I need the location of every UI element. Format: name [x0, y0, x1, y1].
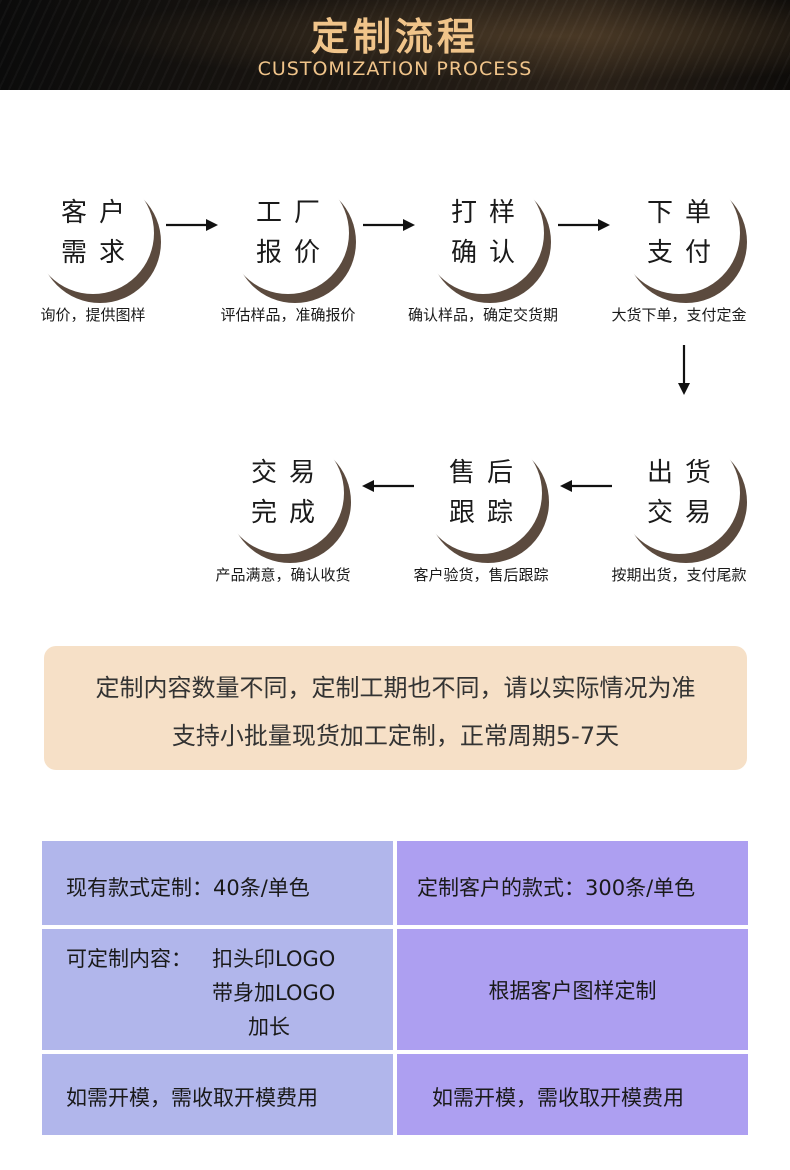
- customization-table: 现有款式定制：40条/单色 定制客户的款式：300条/单色 可定制内容： 扣头印…: [42, 841, 748, 1135]
- custom-content-label: 可定制内容：: [66, 947, 192, 971]
- table-cell-existing-style: 现有款式定制：40条/单色: [42, 841, 393, 925]
- step-title-line1: 工厂: [255, 198, 332, 228]
- table-cell-custom-by-sample: 根据客户图样定制: [397, 929, 748, 1050]
- header-texture: [0, 0, 790, 90]
- step-title-line2: 完成: [250, 498, 327, 528]
- custom-content-item: 扣头印LOGO: [212, 947, 336, 971]
- arrow-down-icon: [678, 345, 690, 395]
- notice-line-1: 定制内容数量不同，定制工期也不同，请以实际情况为准: [95, 674, 696, 702]
- step-circle: 客户 需求: [32, 172, 154, 294]
- step-title-line1: 下单: [646, 198, 723, 228]
- step-circle: 工厂 报价: [227, 172, 349, 294]
- page-subtitle: CUSTOMIZATION PROCESS: [257, 58, 533, 80]
- arrow-left-icon: [362, 480, 414, 492]
- notice-line-2: 支持小批量现货加工定制，正常周期5-7天: [171, 722, 620, 750]
- step-caption: 客户验货，售后跟踪: [413, 566, 549, 584]
- custom-content-item: 带身加LOGO: [212, 981, 336, 1005]
- step-caption: 询价，提供图样: [40, 306, 146, 324]
- step-circle: 交易 完成: [222, 432, 344, 554]
- step-title-line1: 打样: [450, 198, 527, 228]
- table-cell-custom-style: 定制客户的款式：300条/单色: [397, 841, 748, 925]
- step-title-line2: 报价: [255, 238, 332, 268]
- step-circle: 下单 支付: [618, 172, 740, 294]
- notice-box: 定制内容数量不同，定制工期也不同，请以实际情况为准 支持小批量现货加工定制，正常…: [44, 646, 747, 770]
- page-title: 定制流程: [310, 15, 479, 59]
- step-caption: 按期出货，支付尾款: [611, 566, 747, 584]
- step-title-line2: 需求: [60, 238, 137, 268]
- custom-content-item: 加长: [248, 1015, 290, 1039]
- step-title-line2: 支付: [646, 238, 723, 268]
- arrow-left-icon: [560, 480, 612, 492]
- step-title-line2: 交易: [646, 498, 723, 528]
- step-circle: 出货 交易: [618, 432, 740, 554]
- step-title-line1: 交易: [250, 458, 327, 488]
- step-caption: 产品满意，确认收货: [215, 566, 351, 584]
- step-circle: 售后 跟踪: [420, 432, 542, 554]
- step-title-line2: 跟踪: [448, 498, 525, 528]
- table-cell-custom-content: 可定制内容： 扣头印LOGO 带身加LOGO 加长: [42, 929, 393, 1050]
- step-circle: 打样 确认: [422, 172, 544, 294]
- arrow-right-icon: [558, 219, 610, 231]
- step-caption: 评估样品，准确报价: [220, 306, 356, 324]
- step-title-line2: 确认: [450, 238, 527, 268]
- table-cell-mold-fee: 如需开模，需收取开模费用: [397, 1054, 748, 1135]
- arrow-right-icon: [166, 219, 218, 231]
- step-title-line1: 售后: [448, 458, 525, 488]
- step-title-line1: 客户: [60, 198, 137, 228]
- step-title-line1: 出货: [646, 458, 723, 488]
- header-banner: 定制流程 CUSTOMIZATION PROCESS: [0, 0, 790, 90]
- table-cell-mold-fee: 如需开模，需收取开模费用: [42, 1054, 393, 1135]
- step-caption: 大货下单，支付定金: [611, 306, 747, 324]
- arrow-right-icon: [363, 219, 415, 231]
- step-caption: 确认样品，确定交货期: [407, 306, 558, 324]
